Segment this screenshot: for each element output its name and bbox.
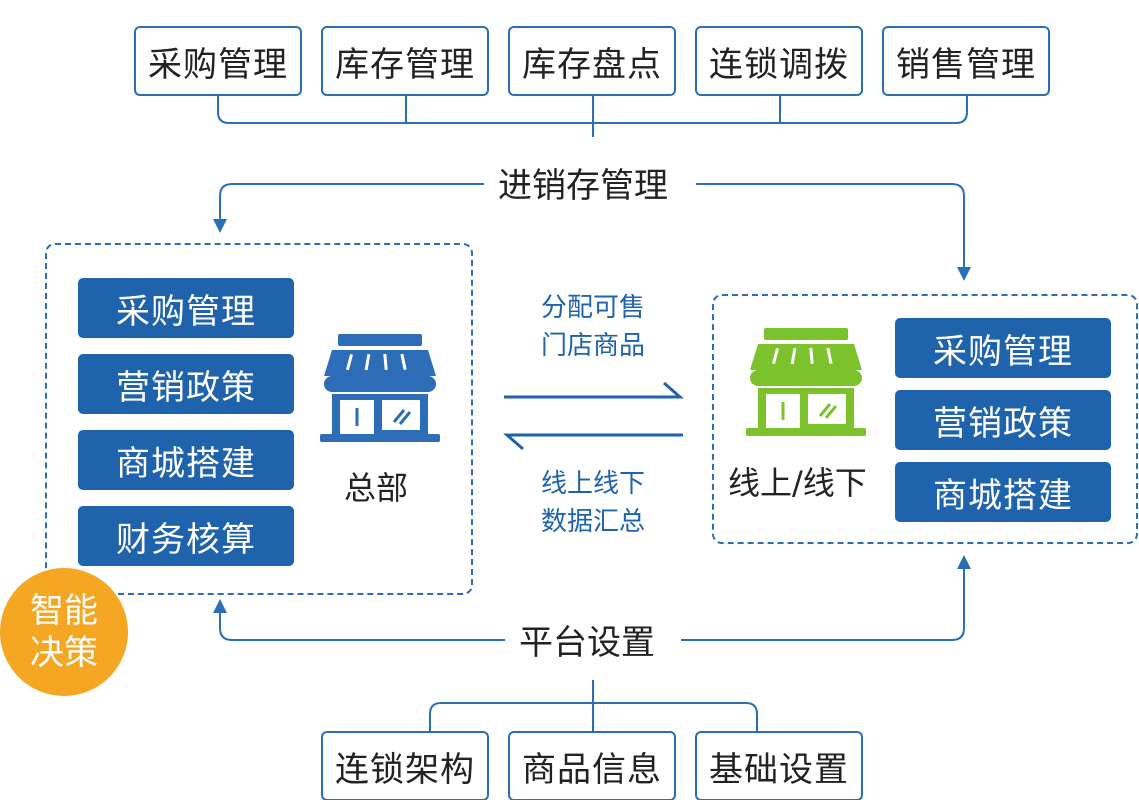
hq-function-1[interactable]: 采购管理 xyxy=(78,278,294,338)
branch-function-2[interactable]: 营销政策 xyxy=(895,390,1111,450)
branch-function-3[interactable]: 商城搭建 xyxy=(895,462,1111,522)
arrow-up-hq xyxy=(213,599,505,641)
arrow-up-branch xyxy=(681,555,971,641)
branch-function-1[interactable]: 采购管理 xyxy=(895,318,1111,378)
bottom-module-2[interactable]: 商品信息 xyxy=(508,731,676,800)
hq-caption: 总部 xyxy=(344,469,409,507)
bottom-module-3[interactable]: 基础设置 xyxy=(695,731,863,800)
top-module-4[interactable]: 连锁调拨 xyxy=(695,26,863,96)
flow-right-line-1: 分配可售 xyxy=(540,293,645,323)
exchange-arrow-right xyxy=(504,381,684,399)
hq-function-2[interactable]: 营销政策 xyxy=(78,354,294,414)
badge-line-1: 智能 xyxy=(30,591,98,631)
flow-left-label: 线上线下 数据汇总 xyxy=(513,465,673,541)
arrow-to-branch xyxy=(696,183,971,281)
hq-store-icon xyxy=(320,334,440,442)
smart-decision-badge: 智能 决策 xyxy=(0,568,128,696)
hq-function-4[interactable]: 财务核算 xyxy=(78,506,294,566)
top-module-3[interactable]: 库存盘点 xyxy=(508,26,676,96)
flow-left-line-2: 数据汇总 xyxy=(540,507,645,537)
top-module-1[interactable]: 采购管理 xyxy=(134,26,302,96)
top-module-5[interactable]: 销售管理 xyxy=(882,26,1050,96)
exchange-arrow-left xyxy=(503,433,683,451)
bottom-section-label: 平台设置 xyxy=(505,623,669,663)
flow-left-line-1: 线上线下 xyxy=(540,469,645,499)
badge-line-2: 决策 xyxy=(30,633,98,673)
top-module-2[interactable]: 库存管理 xyxy=(321,26,489,96)
flow-right-label: 分配可售 门店商品 xyxy=(513,289,673,365)
branch-caption: 线上/线下 xyxy=(728,464,867,502)
hq-function-3[interactable]: 商城搭建 xyxy=(78,430,294,490)
hq-panel xyxy=(45,243,473,595)
bottom-module-1[interactable]: 连锁架构 xyxy=(321,731,489,800)
bottom-bracket-line xyxy=(429,702,758,733)
flow-right-line-2: 门店商品 xyxy=(540,331,645,361)
arrow-to-hq xyxy=(213,183,490,233)
top-section-label: 进销存管理 xyxy=(484,166,682,206)
branch-store-icon xyxy=(746,328,866,436)
branch-panel xyxy=(712,294,1138,544)
